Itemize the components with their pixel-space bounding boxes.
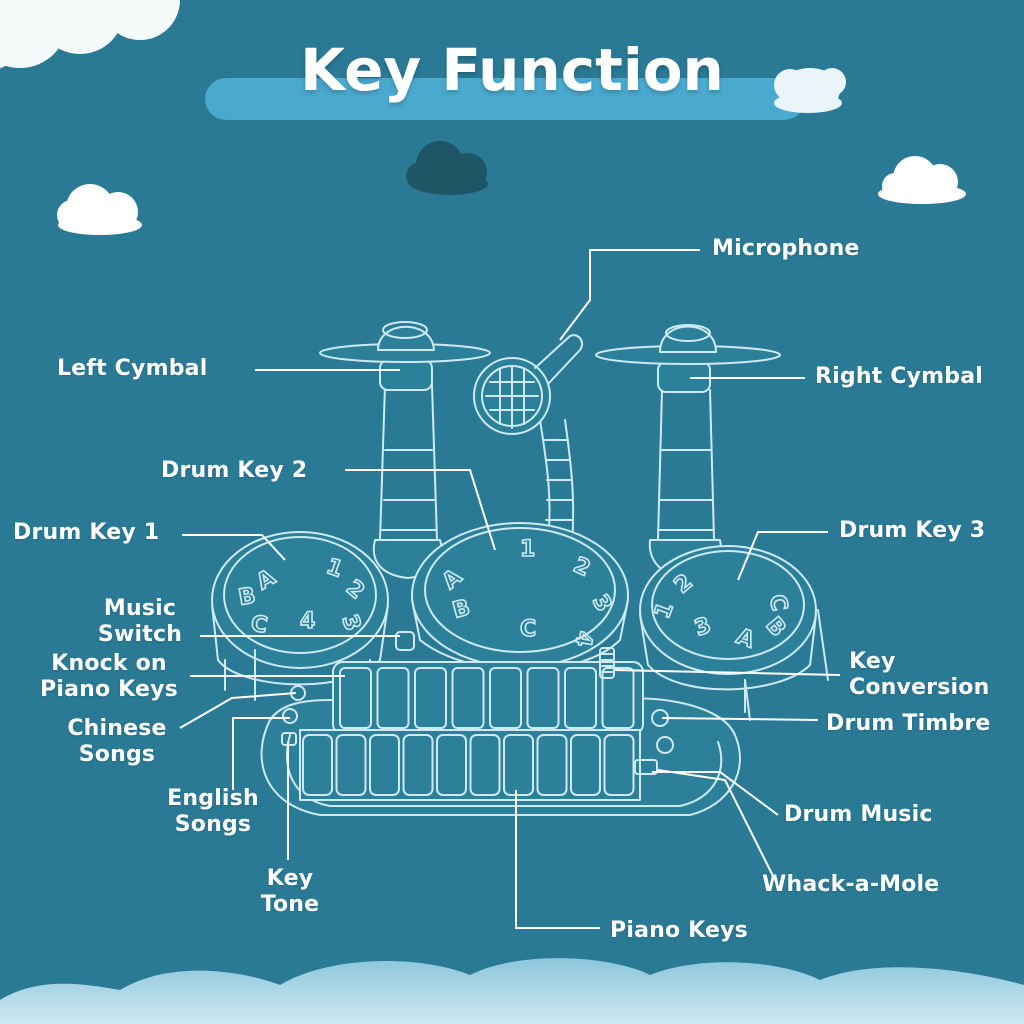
label-english-line-2: Songs [174,812,252,837]
label-english-line-1: English [167,786,259,811]
microphone-handle [534,334,584,385]
label-right-cymbal: Right Cymbal [815,364,984,389]
leader-drum-key-2 [345,469,496,551]
leader-lines [179,249,841,929]
label-drum-timbre: Drum Timbre [826,711,991,736]
label-key-conversion-line-2: Conversion [849,675,990,700]
drum-1-glyph: B [237,583,258,611]
drum-3-glyph: C [764,593,791,613]
piano-key [436,734,467,796]
piano-key [570,734,601,796]
drum-1-glyph: 4 [300,609,315,634]
key-conversion-switch [599,647,615,679]
page-title: Key Function [300,36,724,104]
label-knock-line-1: Knock on [51,651,167,676]
drum-kit-drawing [211,321,829,816]
piano-key [503,734,534,796]
label-key-conversion-line-1: Key [849,649,896,674]
cloud-bottom [0,958,1024,1024]
piano-key [603,734,635,796]
drum-music-button [656,736,674,754]
label-music-switch: Music Switch [80,596,200,648]
upper-key [564,667,597,729]
label-drum-key-3: Drum Key 3 [839,518,986,543]
drum-2-glyph: 1 [520,537,535,562]
label-left-cymbal: Left Cymbal [57,356,208,381]
cloud-right [878,156,966,204]
label-piano-keys: Piano Keys [610,918,748,943]
cloud-dark-center [406,141,488,195]
label-key-conversion: Key Conversion [849,649,989,701]
music-switch-button [395,631,415,651]
leader-whack-a-mole [657,769,776,881]
leader-drum-key-3 [737,531,828,581]
leader-microphone [559,249,700,341]
label-drum-key-2: Drum Key 2 [161,458,308,483]
label-music-switch-line-2: Switch [97,622,183,647]
label-microphone: Microphone [712,236,860,261]
upper-keys [339,667,635,729]
cloud-left [57,184,142,235]
leader-piano-keys [515,790,600,929]
piano-key [302,734,333,796]
label-chinese-line-1: Chinese [67,716,167,741]
leader-key-conversion [614,669,841,676]
whack-a-mole-button [634,759,658,775]
upper-key [376,667,410,729]
cloud-title-right [774,68,846,113]
label-drum-music: Drum Music [784,802,933,827]
leader-chinese-songs [179,692,297,729]
english-songs-button [282,708,298,724]
upper-key [414,667,447,729]
drum-1-glyph: C [249,611,269,638]
cloud-top-left [0,0,180,69]
leader-english-songs [232,717,290,790]
right-cymbal-dome [659,325,717,353]
label-music-switch-line-1: Music [103,596,177,621]
lower-keys [302,734,635,796]
piano-key [536,734,568,796]
upper-key [601,667,635,729]
label-chinese-songs: Chinese Songs [55,716,179,768]
left-cymbal-stand [379,384,438,541]
upper-key [489,667,522,729]
piano-key [335,734,367,796]
label-key-tone: Key Tone [240,866,340,918]
label-key-tone-line-2: Tone [260,892,320,917]
label-knock-on-piano-keys: Knock on Piano Keys [28,651,190,703]
label-drum-key-1: Drum Key 1 [13,520,160,545]
label-chinese-line-2: Songs [78,742,156,767]
leader-drum-key-1 [182,534,286,561]
leader-drum-timbre [661,717,819,721]
piano-key [469,734,501,796]
upper-key [526,667,560,729]
drum-1 [211,531,389,691]
label-key-tone-line-1: Key [266,866,314,891]
title-banner [205,78,805,120]
drum-3 [639,545,829,721]
label-knock-line-2: Piano Keys [40,677,178,702]
upper-key [339,667,372,729]
label-english-songs: English Songs [152,786,274,838]
piano-key [369,734,400,796]
upper-key [451,667,485,729]
drum-2-glyph: C [520,617,536,642]
right-cymbal-stand [657,389,715,541]
drum-2-glyph: 4 [569,629,596,648]
piano-key [402,734,434,796]
label-whack-a-mole: Whack-a-Mole [762,872,940,897]
